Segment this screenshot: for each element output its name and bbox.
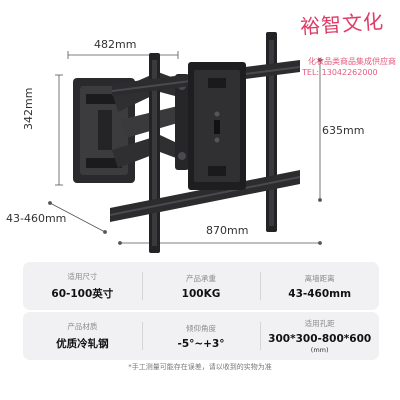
spec-cell-load: 产品承重 100KG <box>141 262 261 310</box>
spec-value: 100KG <box>181 287 221 300</box>
spec-row-1: 适用尺寸 60-100英寸 产品承重 100KG 离墙距离 43-460mm <box>23 262 379 310</box>
spec-cell-vesa: 适用孔距 300*300-800*600 (mm) <box>260 312 379 360</box>
spec-cell-size: 适用尺寸 60-100英寸 <box>23 262 142 310</box>
spec-value: 300*300-800*600 <box>268 333 372 345</box>
spec-label: 产品材质 <box>67 322 98 331</box>
spec-label: 离墙距离 <box>304 273 335 283</box>
measurement-disclaimer: *手工测量可能存在误差，请以收到的实物为准 <box>128 363 272 371</box>
watermark-line2: TEL: 13042262000 <box>302 68 378 77</box>
depth-dimension-label: 43-460mm <box>6 212 67 225</box>
spec-cell-material: 产品材质 优质冷轧钢 <box>23 312 142 360</box>
watermark-line1: 化妆品类商品集成供应商 <box>308 57 396 66</box>
spec-label: 适用尺寸 <box>67 272 98 281</box>
spec-label: 产品承重 <box>186 273 216 283</box>
right-height-dimension-label: 635mm <box>322 124 365 137</box>
tv-mount-illustration <box>48 32 322 253</box>
center-plate <box>188 62 246 190</box>
watermark-brand: 裕智文化 <box>299 9 385 39</box>
spec-row-2: 产品材质 优质冷轧钢 倾仰角度 -5°~+3° 适用孔距 300*300-800… <box>23 312 379 360</box>
spec-label: 倾仰角度 <box>186 323 216 333</box>
spec-value: -5°~+3° <box>177 337 225 350</box>
width-dimension-label: 482mm <box>94 38 137 51</box>
spec-value: 优质冷轧钢 <box>56 338 109 350</box>
left-height-dimension-label: 342mm <box>22 87 35 130</box>
spec-cell-tilt: 倾仰角度 -5°~+3° <box>141 312 261 360</box>
spec-value: 60-100英寸 <box>51 288 114 300</box>
spec-value: 43-460mm <box>288 287 352 300</box>
spec-label: 适用孔距 <box>304 319 335 328</box>
vesa-width-dimension-label: 870mm <box>206 224 249 237</box>
spec-unit: (mm) <box>310 346 329 354</box>
spec-cell-wall-distance: 离墙距离 43-460mm <box>260 262 379 310</box>
